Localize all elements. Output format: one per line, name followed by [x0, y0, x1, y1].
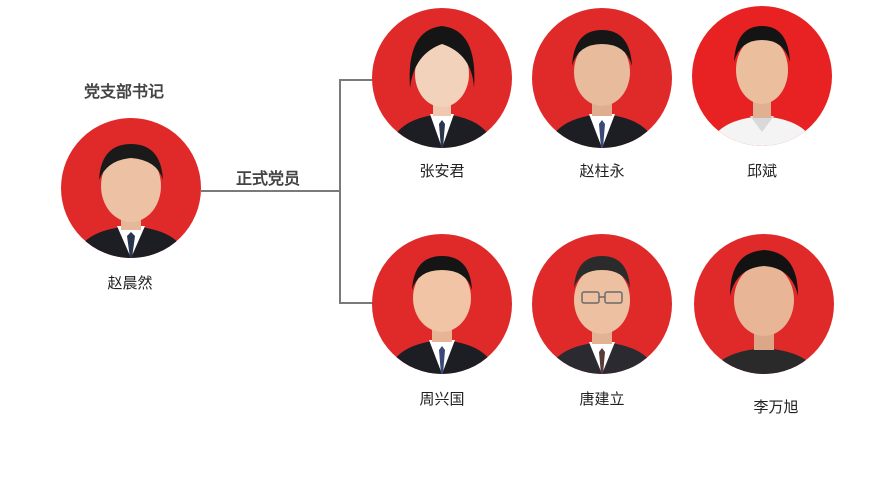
secretary-heading: 党支部书记 — [84, 82, 165, 101]
secretary-photo — [61, 118, 201, 258]
connector-branch-top — [339, 79, 373, 81]
connector-branch-bottom — [339, 302, 373, 304]
member-name: 李万旭 — [753, 398, 799, 416]
members-heading: 正式党员 — [236, 169, 301, 188]
person-portrait-icon — [694, 234, 834, 374]
member-photo — [694, 234, 834, 374]
member-photo — [372, 234, 512, 374]
person-portrait-icon — [372, 234, 512, 374]
connector-horizontal-main — [201, 190, 340, 192]
member-name: 周兴国 — [419, 390, 465, 408]
person-portrait-icon — [61, 118, 201, 258]
connector-vertical — [339, 79, 341, 304]
person-portrait-icon — [532, 8, 672, 148]
member-photo — [372, 8, 512, 148]
member-name: 邱斌 — [746, 162, 777, 180]
person-portrait-icon — [372, 8, 512, 148]
member-name: 唐建立 — [579, 390, 625, 408]
member-photo — [532, 234, 672, 374]
member-photo — [692, 6, 832, 146]
person-portrait-icon — [532, 234, 672, 374]
secretary-name: 赵晨然 — [107, 274, 153, 292]
member-name: 赵柱永 — [579, 162, 625, 180]
member-photo — [532, 8, 672, 148]
person-portrait-icon — [692, 6, 832, 146]
member-name: 张安君 — [419, 162, 465, 180]
